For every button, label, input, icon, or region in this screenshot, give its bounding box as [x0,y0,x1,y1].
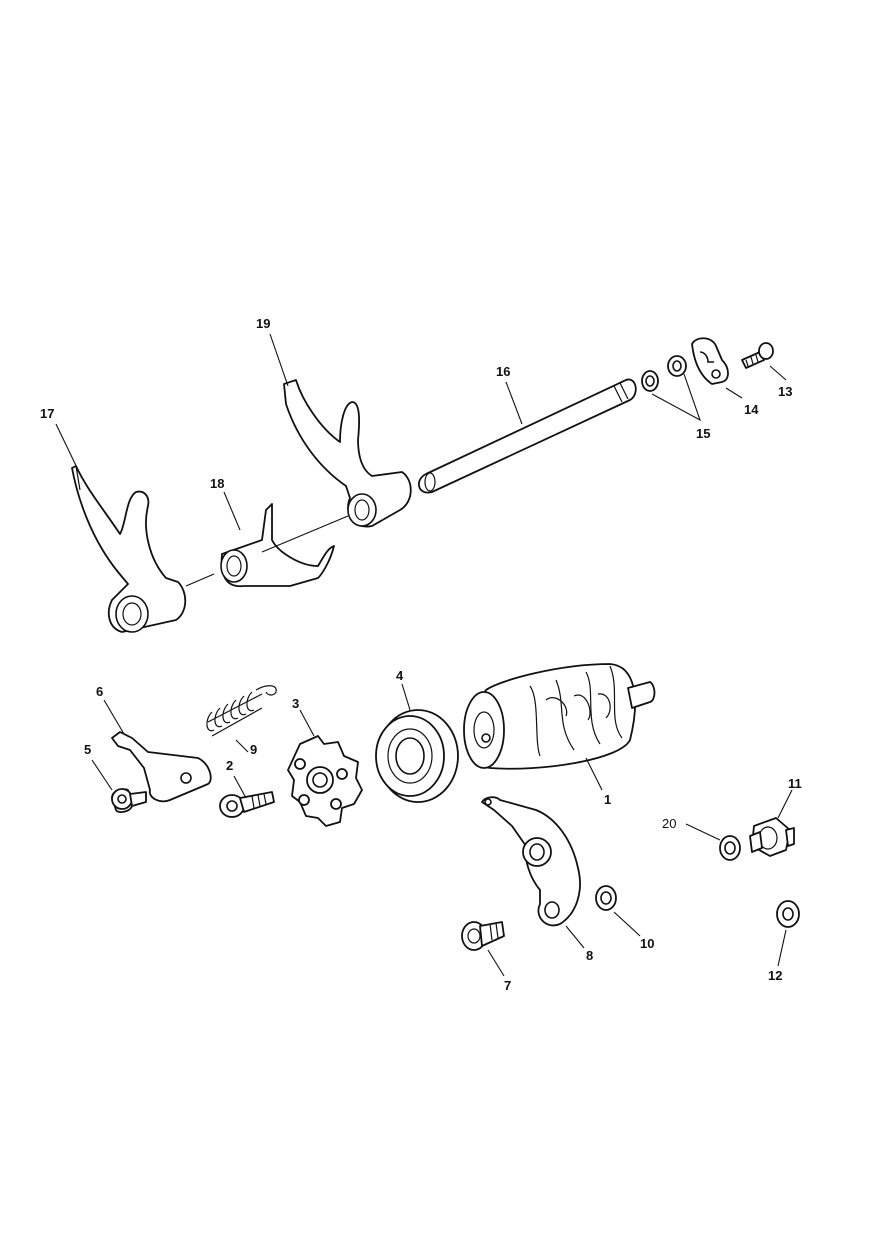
callout-16: 16 [496,364,510,379]
leader-lines [55,333,793,977]
callout-15: 15 [696,426,710,441]
callout-6: 6 [96,684,103,699]
callout-2: 2 [226,758,233,773]
detent-spring-9 [206,685,277,737]
washer-12 [776,900,800,928]
selector-shaft-16 [418,378,637,494]
bearing-4 [375,709,459,803]
callout-1: 1 [604,792,611,807]
callout-18: 18 [210,476,224,491]
selector-fork-17 [71,465,187,633]
retaining-plate-14 [691,337,729,385]
selector-fork-19 [283,379,412,528]
callout-9: 9 [250,742,257,757]
detent-arm-6 [111,731,212,803]
screw-13 [741,342,774,369]
washer-15a [641,370,659,392]
shaft-axis-line [185,515,349,587]
selector-fork-18 [220,503,335,588]
washer-20 [719,835,741,861]
selector-drum-1 [463,663,656,770]
callout-11: 11 [788,776,802,791]
pawl-carrier-8 [481,796,581,927]
washer-10 [595,885,617,911]
callout-8: 8 [586,948,593,963]
callout-13: 13 [778,384,792,399]
washer-15b [667,355,687,377]
detent-bolt-11 [749,817,795,857]
detent-cam-3 [287,735,363,827]
callout-17: 17 [40,406,54,421]
bolt-2 [219,791,275,818]
callout-14: 14 [744,402,759,417]
bolt-5 [111,788,147,813]
bolt-7 [461,921,505,951]
callout-4: 4 [396,668,404,683]
callout-19: 19 [256,316,270,331]
callout-3: 3 [292,696,299,711]
callout-5: 5 [84,742,91,757]
callout-20: 20 [662,816,676,831]
callout-10: 10 [640,936,654,951]
callout-12: 12 [768,968,782,983]
callout-labels: 17 18 19 16 15 14 13 6 5 9 2 3 4 1 20 11… [40,316,802,993]
callout-7: 7 [504,978,511,993]
